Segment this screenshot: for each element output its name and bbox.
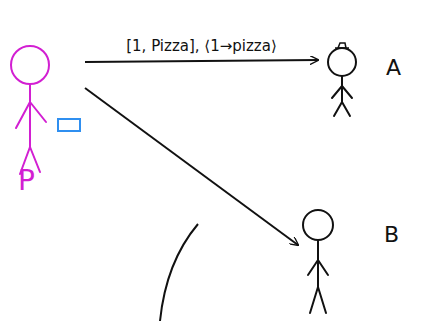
angle-arc [160, 224, 198, 321]
message-arrow [85, 88, 298, 245]
stick-figure: B [298, 205, 413, 321]
figure-body [308, 240, 328, 313]
message-label: [1, Pizza], ⟨1→pizza⟩ [124, 37, 279, 55]
figure-name: P [18, 166, 35, 197]
figure-head [303, 210, 333, 240]
figure-head [11, 46, 49, 84]
message-arrow [85, 60, 318, 62]
figure-name: A [386, 56, 401, 80]
figure-head [328, 48, 356, 76]
figure-body [332, 76, 352, 116]
folder-icon [58, 119, 80, 131]
figure-body [16, 84, 46, 174]
hat-icon [335, 43, 349, 48]
stick-figure: A [318, 40, 413, 118]
figure-name: B [384, 223, 399, 247]
stick-figure: P [8, 42, 85, 202]
